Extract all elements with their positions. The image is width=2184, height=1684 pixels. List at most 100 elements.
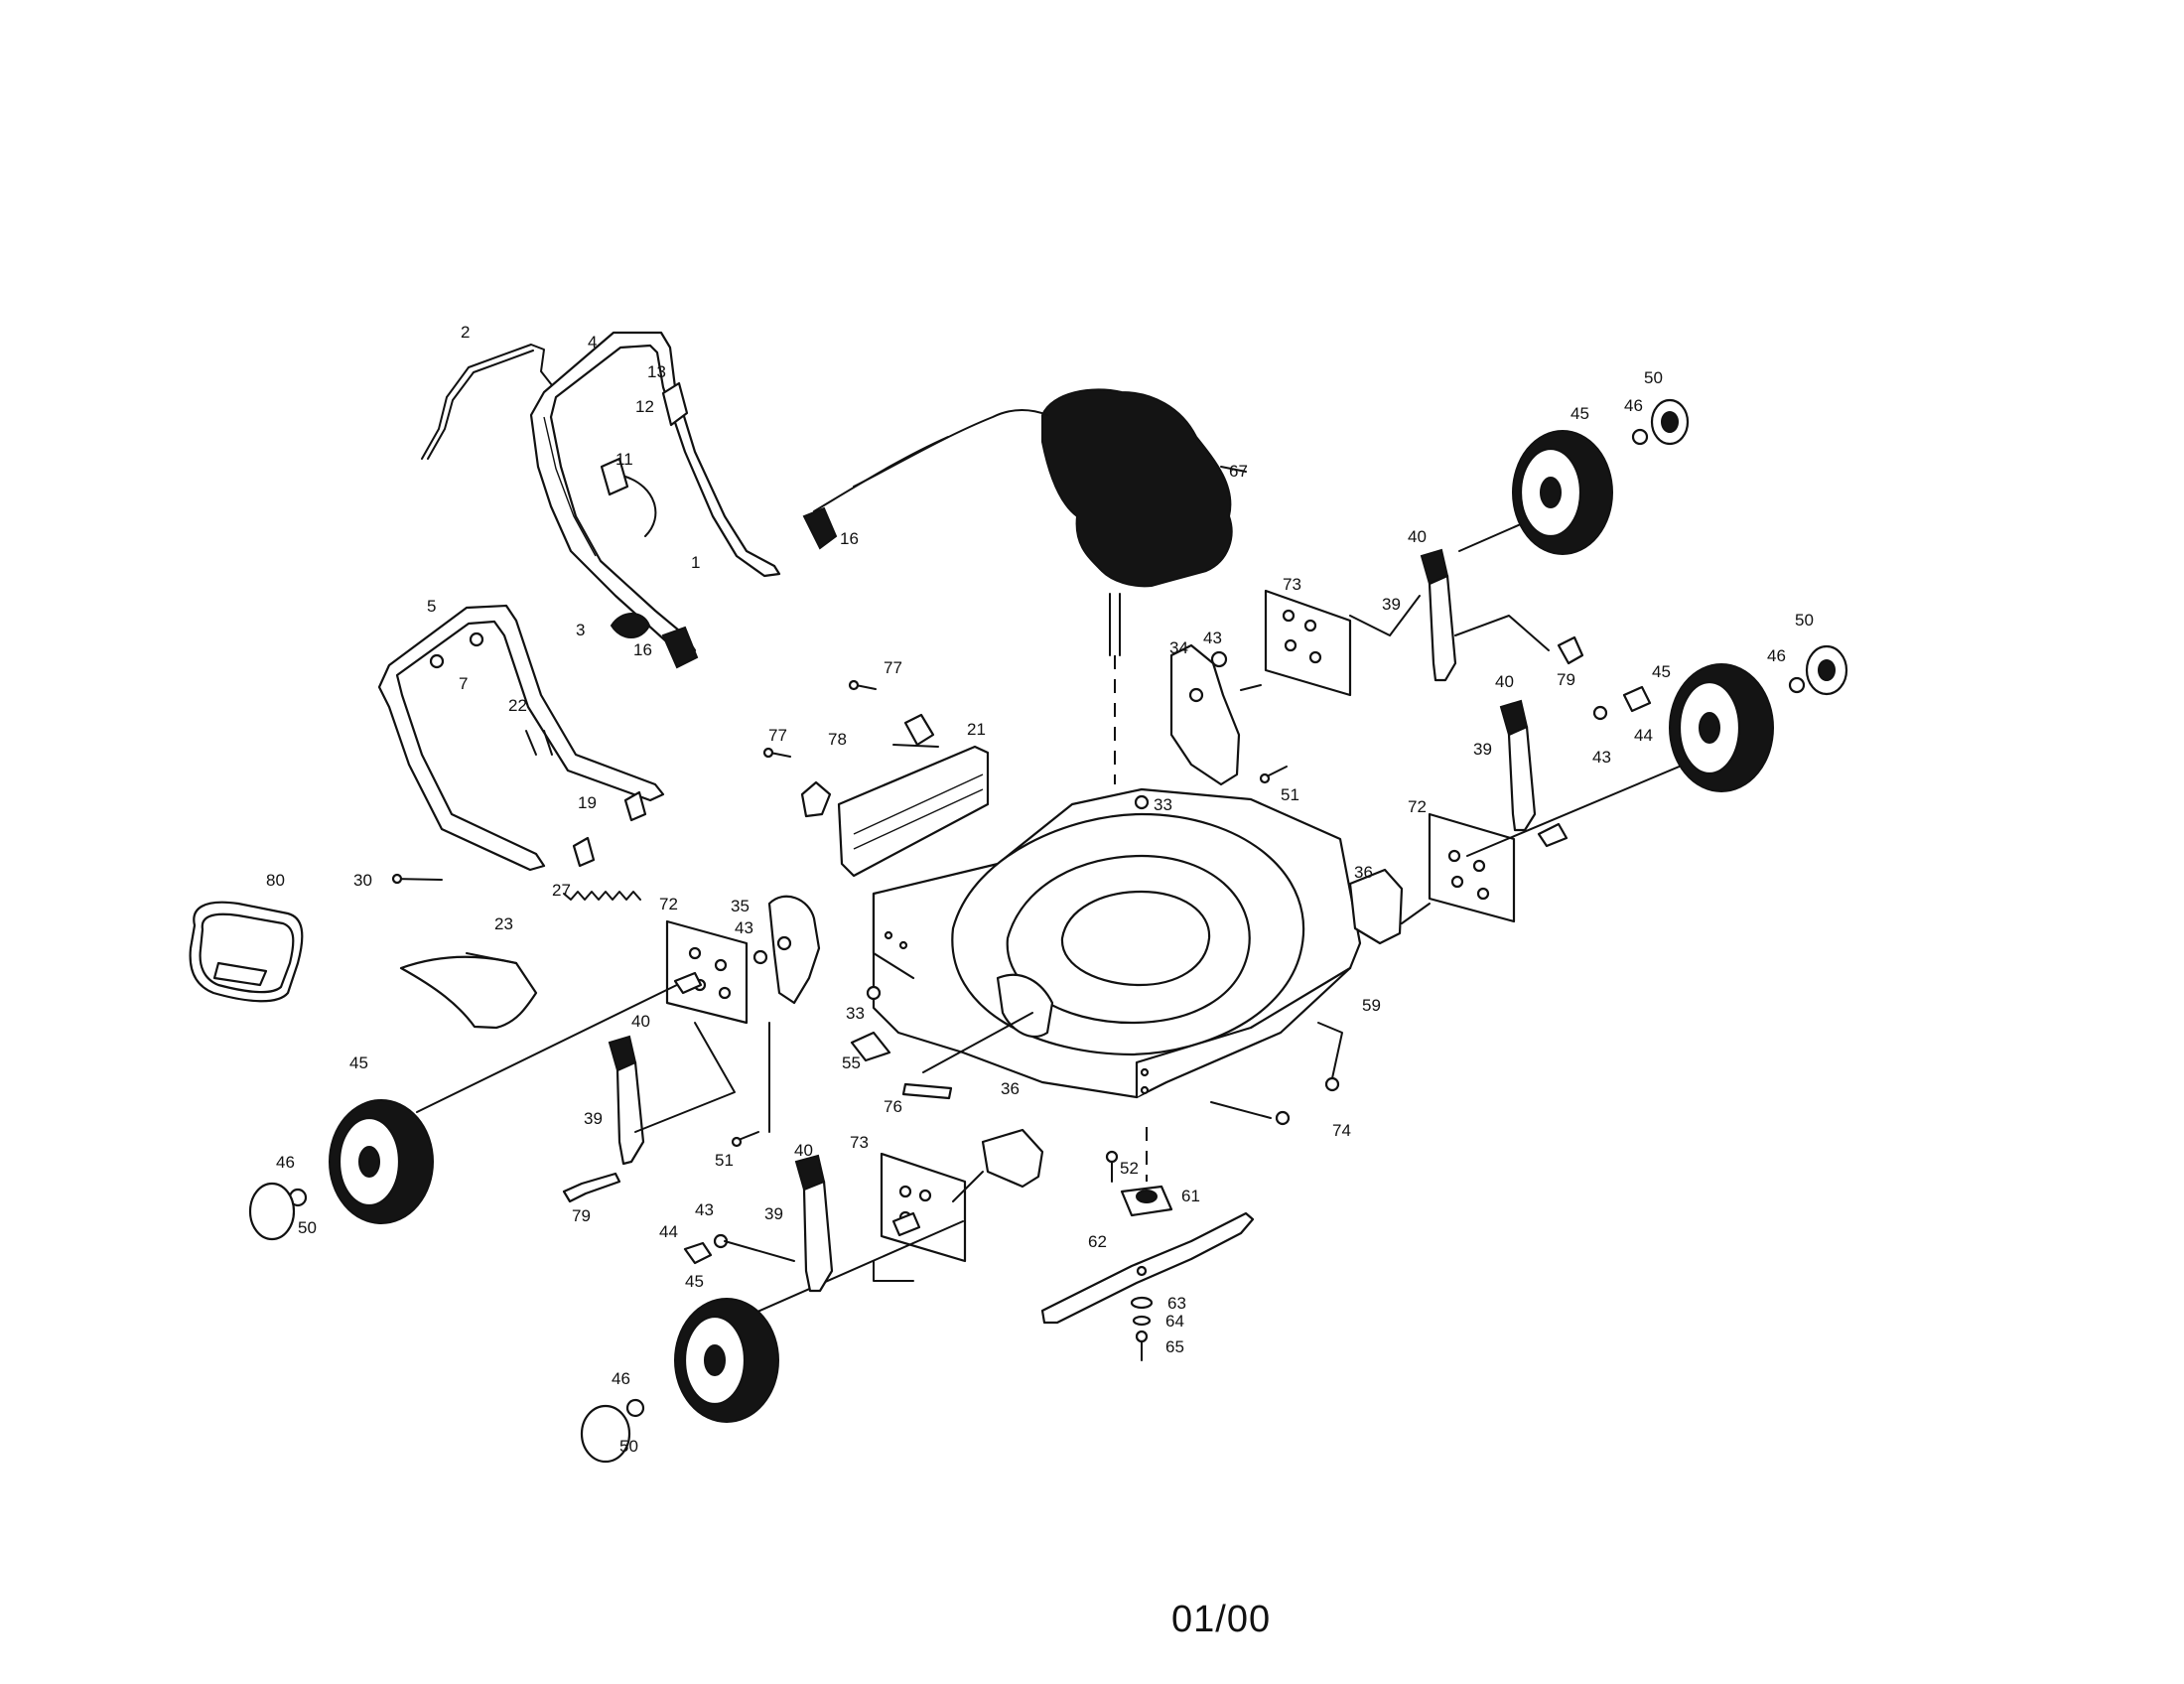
adjuster-lever-40-rear — [1420, 548, 1457, 682]
control-bracket-11 — [600, 457, 657, 537]
bolt-79-rear — [1557, 635, 1584, 665]
screw-74-right — [1317, 1022, 1343, 1092]
engine-67 — [1041, 388, 1247, 588]
part-label: 78 — [828, 730, 847, 749]
wheel-nut-46-rear-top — [1631, 428, 1649, 446]
part-label: 45 — [685, 1272, 704, 1291]
bolt-79-left — [562, 1172, 621, 1203]
part-label: 50 — [1795, 611, 1814, 630]
warning-label-76 — [901, 1012, 1033, 1100]
handle-knob-16-lower — [661, 626, 699, 669]
wheel-45-rear-top — [1512, 430, 1613, 555]
nut-43-right — [1592, 705, 1608, 721]
lower-handle-part-5 — [377, 604, 665, 872]
part-label: 50 — [1644, 368, 1663, 387]
hubcap-50-front-left — [248, 1182, 296, 1241]
height-plate-72-left — [665, 919, 749, 1025]
bolt-44-right — [1622, 685, 1652, 713]
hubcap-50-rear-right — [1805, 644, 1848, 696]
nut-43-rear — [1210, 650, 1228, 668]
screw-74 — [1210, 1101, 1291, 1126]
part-label: 40 — [794, 1141, 813, 1160]
part-label: 45 — [349, 1053, 368, 1072]
part-label: 2 — [461, 323, 470, 342]
revision-code: 01/00 — [1171, 1599, 1272, 1640]
part-label: 21 — [967, 720, 986, 739]
part-label: 73 — [1283, 575, 1301, 594]
part-label: 46 — [1767, 646, 1786, 665]
blade-bolt-65 — [1135, 1330, 1149, 1361]
mower-deck-59 — [872, 787, 1362, 1099]
axle-bracket-35 — [767, 895, 821, 1005]
adjuster-leader-lines-left — [634, 1022, 770, 1133]
part-label: 76 — [884, 1097, 902, 1116]
wheel-nut-46-front-lower — [625, 1398, 645, 1418]
part-label: 43 — [695, 1200, 714, 1219]
part-label: 40 — [1408, 527, 1427, 546]
part-label: 39 — [1382, 595, 1401, 614]
bracket-36-lower — [952, 1128, 1044, 1202]
adjuster-leader-lines-lower — [724, 1240, 914, 1282]
bracket-36-right — [1348, 868, 1431, 945]
part-label: 16 — [633, 640, 652, 659]
pins-22 — [525, 730, 553, 756]
part-label: 61 — [1181, 1187, 1200, 1205]
part-label: 3 — [576, 621, 585, 639]
part-label: 22 — [508, 696, 527, 715]
part-label: 52 — [1120, 1159, 1139, 1178]
handle-knob-16-upper — [802, 506, 838, 550]
control-bracket-13 — [661, 381, 689, 427]
clip-19 — [572, 790, 647, 868]
part-label: 39 — [584, 1109, 603, 1128]
part-label: 36 — [1001, 1079, 1020, 1098]
throttle-cable — [813, 409, 1048, 512]
part-label: 27 — [552, 881, 571, 900]
part-label: 44 — [1634, 726, 1653, 745]
part-label: 43 — [1203, 629, 1222, 647]
washer-64 — [1132, 1315, 1152, 1327]
cable-clip-3 — [610, 613, 651, 638]
part-label: 5 — [427, 597, 436, 616]
chute-deflector-23 — [399, 952, 538, 1030]
part-label: 80 — [266, 871, 285, 890]
bracket-top-78 — [892, 713, 939, 748]
axle-bracket-34 — [1169, 643, 1241, 786]
part-label: 55 — [842, 1053, 861, 1072]
part-label: 33 — [846, 1004, 865, 1023]
part-label: 59 — [1362, 996, 1381, 1015]
hubcap-50-front-lower — [580, 1404, 631, 1464]
part-label: 46 — [612, 1369, 630, 1388]
axle-left-front — [416, 971, 703, 1113]
part-label: 65 — [1165, 1337, 1184, 1356]
wheel-nut-46-rear-right — [1788, 676, 1806, 694]
bracket-78 — [800, 780, 832, 818]
part-label: 50 — [298, 1218, 317, 1237]
part-label: 43 — [735, 918, 753, 937]
screw-51-rear — [1259, 766, 1288, 784]
part-label: 23 — [494, 914, 513, 933]
part-label: 19 — [578, 793, 597, 812]
height-plate-73-rear — [1264, 589, 1352, 697]
axle-rear-right — [1466, 754, 1708, 857]
part-label: 1 — [691, 553, 700, 572]
part-label: 74 — [1332, 1121, 1351, 1140]
part-label: 72 — [1408, 797, 1427, 816]
part-label: 12 — [635, 397, 654, 416]
engine-alignment-guides — [1109, 593, 1121, 784]
part-label: 34 — [1169, 638, 1188, 657]
screw-51-left — [731, 1131, 759, 1148]
part-label: 51 — [1281, 785, 1299, 804]
handle-bolts-7 — [429, 632, 484, 669]
blade-adapter-61 — [1120, 1185, 1173, 1217]
part-label: 40 — [631, 1012, 650, 1031]
rear-shield-21 — [837, 745, 990, 878]
nut-43-left — [752, 949, 768, 965]
part-label: 46 — [1624, 396, 1643, 415]
part-label: 62 — [1088, 1232, 1107, 1251]
part-label: 45 — [1570, 404, 1589, 423]
deck-stud-33 — [1134, 794, 1150, 810]
part-label: 43 — [1592, 748, 1611, 767]
part-label: 79 — [1557, 670, 1575, 689]
part-label: 35 — [731, 897, 750, 915]
part-label: 13 — [647, 362, 666, 381]
